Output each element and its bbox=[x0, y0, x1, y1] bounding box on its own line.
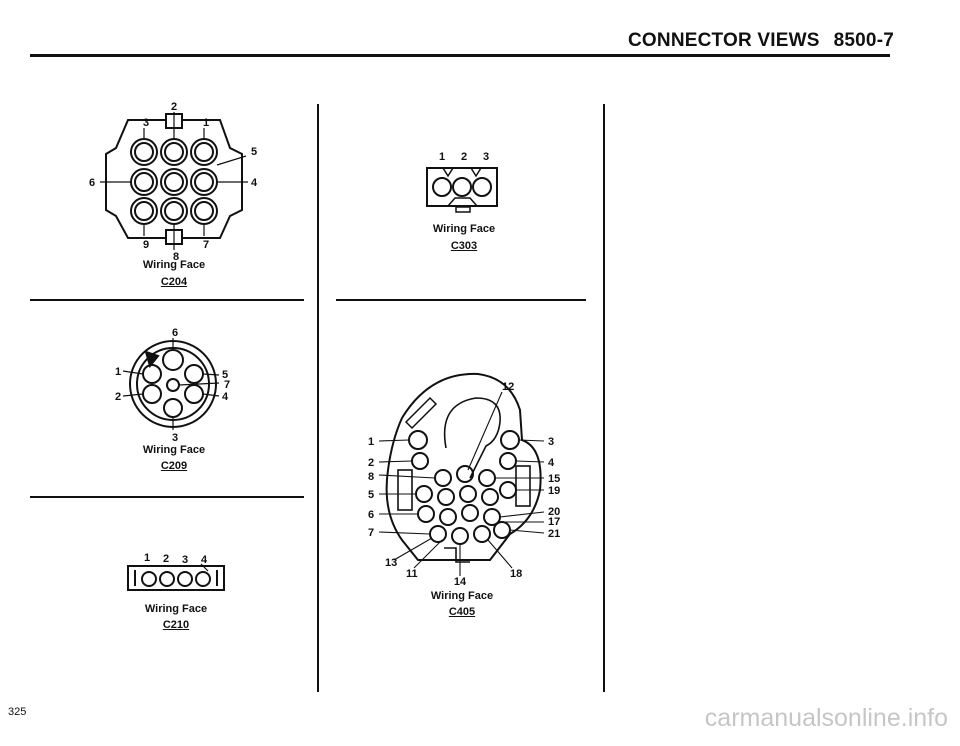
c405-id: C405 bbox=[448, 606, 476, 618]
c405-pin-label: 13 bbox=[385, 557, 397, 569]
c405-pin-label: 8 bbox=[368, 471, 374, 483]
c405-cavities bbox=[408, 430, 520, 545]
c303-bottom-key bbox=[447, 197, 478, 207]
c405-pin-label: 18 bbox=[510, 568, 522, 580]
c209-pin-label: 2 bbox=[115, 391, 121, 403]
c405-right-lock bbox=[515, 465, 531, 507]
c204-pin-label: 6 bbox=[89, 177, 95, 189]
c405-pin-label: 19 bbox=[548, 485, 560, 497]
c303-pin-label: 1 bbox=[439, 151, 445, 163]
c405-pin-label: 15 bbox=[548, 473, 560, 485]
c204-pin-label: 1 bbox=[203, 117, 209, 129]
c209-key bbox=[144, 350, 160, 369]
c405-pin-label: 2 bbox=[368, 457, 374, 469]
c209-pin-label: 4 bbox=[222, 391, 229, 403]
c204-leaders bbox=[100, 112, 248, 250]
c405-pin-label: 6 bbox=[368, 509, 374, 521]
c405-pin-label: 3 bbox=[548, 436, 554, 448]
page-header: CONNECTOR VIEWS 8500-7 bbox=[628, 30, 894, 52]
c405-pin-label: 7 bbox=[368, 527, 374, 539]
c405-left-lock bbox=[397, 469, 413, 511]
c209-leaders bbox=[122, 338, 220, 430]
c405-pin-label: 17 bbox=[548, 516, 560, 528]
c405-hook bbox=[443, 397, 501, 479]
c204-pin-label: 5 bbox=[251, 146, 257, 158]
c405-pin-label: 5 bbox=[368, 489, 374, 501]
c303-pin-label: 2 bbox=[461, 151, 467, 163]
c209-pin-label: 6 bbox=[172, 327, 178, 339]
c210-cavities bbox=[141, 571, 211, 587]
c405-pin-label: 1 bbox=[368, 436, 374, 448]
c204-face-label: Wiring Face bbox=[142, 259, 206, 271]
c209-pin-label: 3 bbox=[172, 432, 178, 444]
c209-face-label: Wiring Face bbox=[142, 444, 206, 456]
c405-face-label: Wiring Face bbox=[430, 590, 494, 602]
c303-top-key bbox=[442, 167, 482, 178]
connector-c210 bbox=[127, 563, 225, 591]
connector-c303 bbox=[426, 167, 498, 213]
c303-face-label: Wiring Face bbox=[432, 223, 496, 235]
c204-pin-labels: 2 3 1 5 4 6 9 7 8 bbox=[89, 101, 258, 263]
c204-pin-label: 2 bbox=[171, 101, 177, 113]
c209-pin-labels: 6 1 2 5 7 4 3 bbox=[115, 327, 230, 444]
header-section: 8500-7 bbox=[833, 30, 894, 51]
c210-pin-label: 1 bbox=[144, 552, 150, 564]
c405-pin-label: 21 bbox=[548, 528, 560, 540]
c210-face-label: Wiring Face bbox=[144, 603, 208, 615]
c204-id: C204 bbox=[160, 276, 188, 288]
dividers bbox=[30, 104, 605, 692]
page-number: 325 bbox=[8, 706, 27, 718]
c405-pin-label: 14 bbox=[454, 576, 467, 588]
header-rule bbox=[30, 54, 890, 57]
c405-latch bbox=[404, 396, 438, 430]
c204-housing bbox=[105, 119, 243, 239]
c210-housing bbox=[127, 565, 225, 591]
c204-cavities bbox=[130, 138, 218, 225]
c210-latch bbox=[200, 563, 209, 572]
c204-pin-label: 9 bbox=[143, 239, 149, 251]
c209-id: C209 bbox=[160, 460, 188, 472]
c210-pin-label: 3 bbox=[182, 554, 188, 566]
c405-pin-labels: 1 2 8 5 6 7 3 4 15 19 20 17 21 12 13 11 … bbox=[368, 381, 560, 588]
c210-pin-label: 2 bbox=[163, 553, 169, 565]
watermark: carmanualsonline.info bbox=[704, 704, 948, 732]
c303-pin-labels: 1 2 3 bbox=[439, 151, 489, 163]
c209-pin-label: 5 bbox=[222, 369, 228, 381]
c405-bottom-key bbox=[444, 547, 470, 563]
c210-pin-labels: 1 2 3 4 bbox=[144, 552, 208, 566]
c405-pin-label: 12 bbox=[502, 381, 514, 393]
header-title: CONNECTOR VIEWS bbox=[628, 30, 820, 51]
c405-pin-label: 20 bbox=[548, 506, 560, 518]
connector-c405 bbox=[378, 372, 545, 576]
c303-cavities bbox=[432, 177, 492, 197]
c405-pin-label: 11 bbox=[406, 568, 418, 580]
c204-pin-label: 8 bbox=[173, 251, 179, 263]
c204-pin-label: 3 bbox=[143, 117, 149, 129]
c209-pin-label: 7 bbox=[224, 379, 230, 391]
c210-pin-label: 4 bbox=[201, 554, 208, 566]
c303-pin-label: 3 bbox=[483, 151, 489, 163]
c405-leaders bbox=[378, 391, 545, 576]
c209-pin-label: 1 bbox=[115, 366, 121, 378]
c210-id: C210 bbox=[162, 619, 190, 631]
c405-pin-label: 4 bbox=[548, 457, 555, 469]
c303-id: C303 bbox=[450, 240, 478, 252]
connector-c209 bbox=[122, 338, 220, 430]
c204-pin-label: 4 bbox=[251, 177, 258, 189]
c204-pin-label: 7 bbox=[203, 239, 209, 251]
c303-housing bbox=[426, 167, 498, 207]
connector-c204 bbox=[100, 112, 248, 250]
